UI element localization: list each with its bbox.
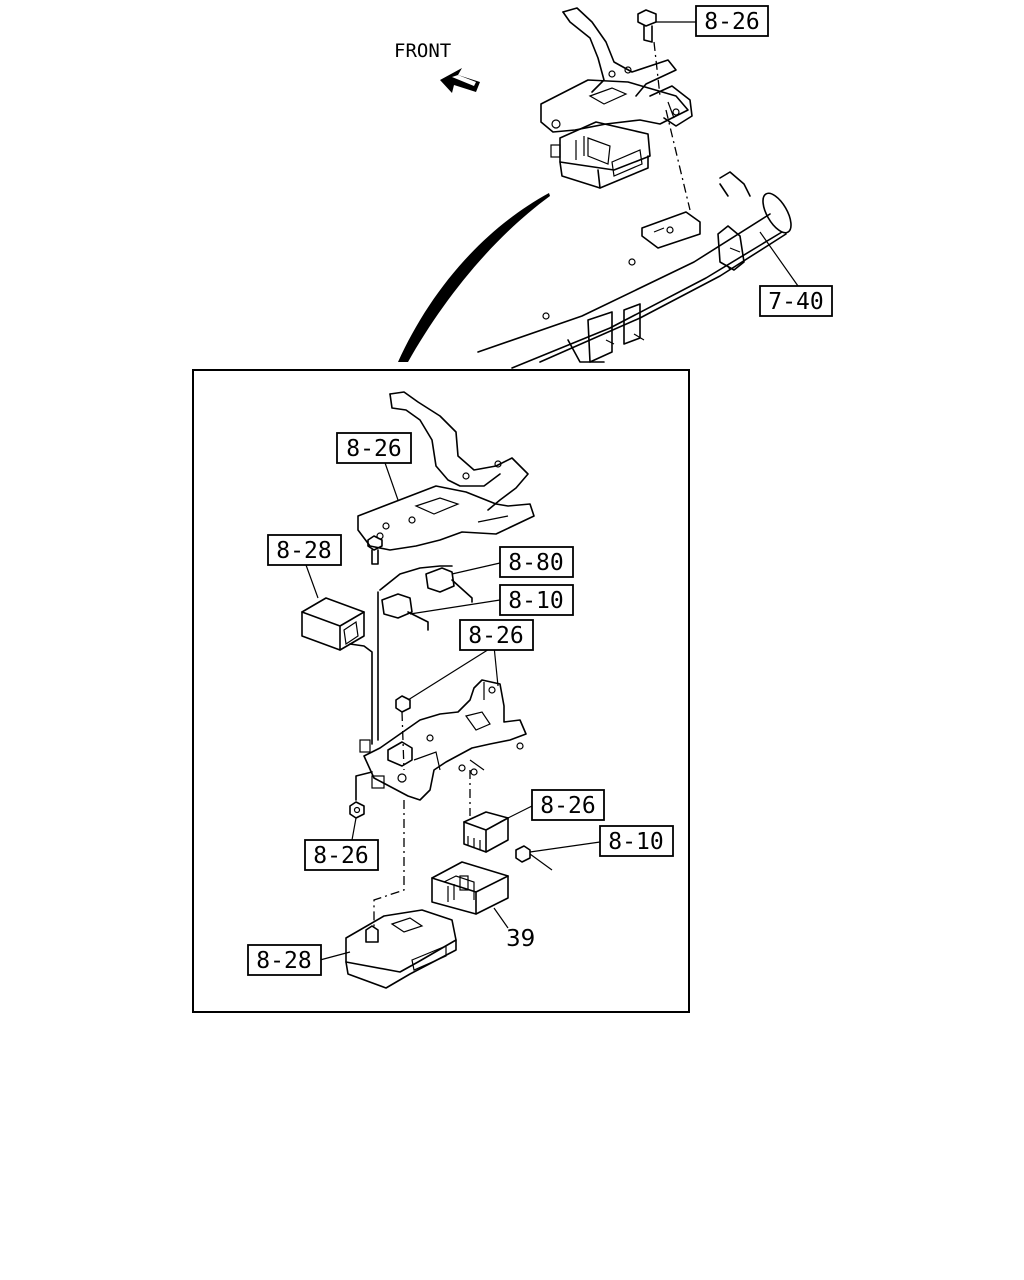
detail-swoosh — [398, 193, 550, 362]
detail-bolt-upper — [367, 535, 383, 565]
callout-control-unit: 8-28 — [247, 944, 322, 976]
callout-control-unit-text: 8-28 — [256, 948, 311, 974]
callout-nut-text: 8-26 — [313, 843, 368, 869]
detail-module-39 — [431, 861, 509, 915]
leader-lines — [305, 21, 799, 961]
callout-crossmember-text: 7-40 — [768, 289, 823, 315]
detail-mid-bracket — [359, 679, 527, 801]
callout-top-bolt-text: 8-26 — [704, 9, 759, 35]
callout-connector-lower: 8-10 — [499, 584, 574, 616]
detail-bolt-mid — [395, 695, 411, 771]
callout-bracket-mid-text: 8-26 — [468, 623, 523, 649]
callout-relay-connector: 8-10 — [599, 825, 674, 857]
callout-relay-left-text: 8-28 — [276, 538, 331, 564]
front-label: FRONT — [394, 40, 451, 62]
detail-relay-left — [301, 591, 379, 745]
front-indicator: FRONT — [394, 40, 480, 93]
part-number-39: 39 — [506, 926, 535, 952]
detail-frame — [192, 369, 690, 1013]
callout-connector-lower-text: 8-10 — [508, 588, 563, 614]
callout-bracket-upper-text: 8-26 — [346, 436, 401, 462]
detail-nut — [349, 771, 373, 819]
detail-upper-bracket — [357, 391, 535, 551]
callout-relay-connector-text: 8-10 — [608, 829, 663, 855]
callout-relay-right: 8-26 — [531, 789, 605, 821]
crossmember-beam — [477, 171, 792, 369]
callout-nut: 8-26 — [304, 839, 379, 871]
detail-relay-right — [463, 770, 553, 871]
callout-connector-upper-text: 8-80 — [508, 550, 563, 576]
front-arrow-icon — [440, 68, 480, 93]
detail-control-unit — [345, 800, 457, 989]
callout-crossmember: 7-40 — [759, 285, 833, 317]
callout-relay-left: 8-28 — [267, 534, 342, 566]
overview-bracket-assembly — [540, 7, 693, 211]
callout-connector-upper: 8-80 — [499, 546, 574, 578]
callout-bracket-mid: 8-26 — [459, 619, 534, 651]
callout-bracket-upper: 8-26 — [336, 432, 412, 464]
detail-connectors — [379, 565, 473, 631]
callout-relay-right-text: 8-26 — [540, 793, 595, 819]
top-bolt — [637, 9, 657, 43]
callout-top-bolt: 8-26 — [695, 5, 769, 37]
